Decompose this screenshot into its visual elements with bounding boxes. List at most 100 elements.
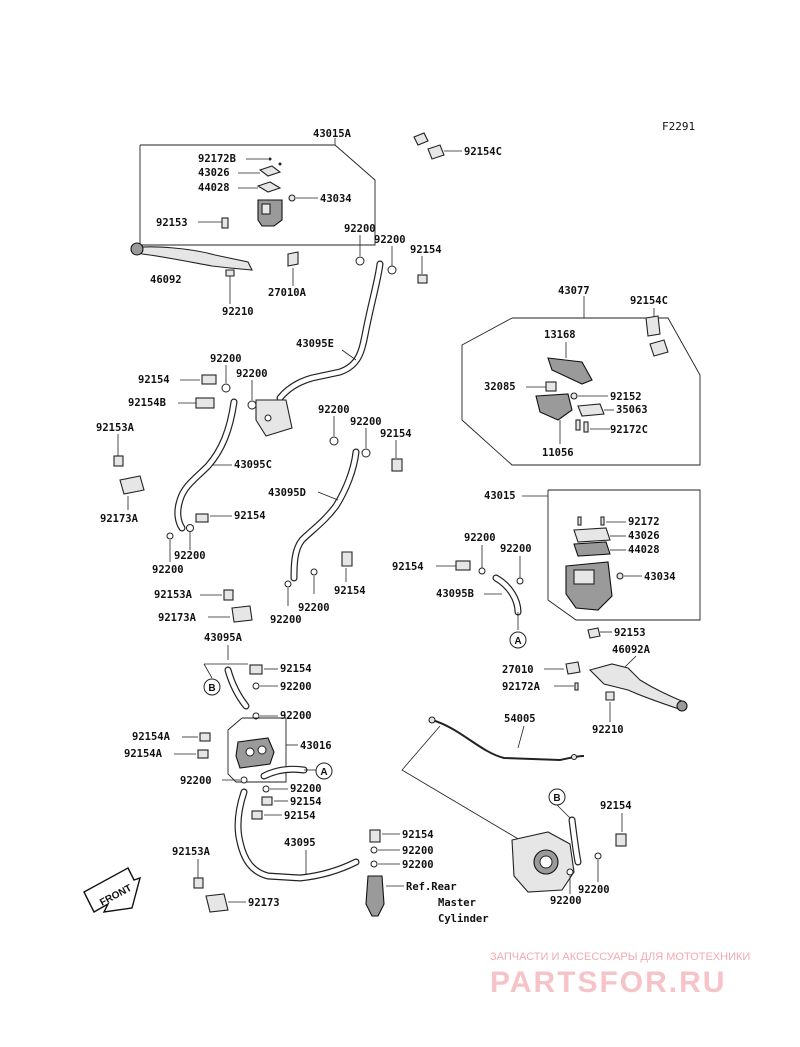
rear-master-cylinder-part [365,875,385,917]
screw-part [577,516,582,526]
part-label: 92152 [610,391,642,403]
screw-part [278,162,282,166]
cap-part [573,527,611,543]
callout-letter: B [553,793,560,804]
lever-tip [130,242,144,256]
washer-part [252,682,260,690]
cable-54005-group: 54005 [401,713,585,841]
ref-label: Ref.Rear [406,881,457,893]
hose-inner [493,575,521,615]
washer-part [252,712,260,720]
joint-hole [257,745,267,755]
bolt-part [341,551,353,567]
part-label: 92200 [290,783,322,795]
part-label: 92153 [614,627,646,639]
front-arrow-shape [83,867,142,913]
part-label: 92200 [270,614,302,626]
bolt-part [616,572,624,580]
clamp-part [205,893,229,913]
part-label: 92154B [128,397,166,409]
part-label: 92154 [380,428,412,440]
part-label: 92200 [402,845,434,857]
joint-block-part [255,399,293,437]
bolt-part [249,664,263,675]
part-label: 92200 [210,353,242,365]
part-label: 92154C [464,146,502,158]
figure-id: F2291 [662,120,695,133]
hose-43095B-group: 92200 92200 92154 43095B A [392,532,532,649]
ref-label: Master [438,897,476,909]
brake-joint-group: 92200 92200 92154 92154B 92200 92200 921… [128,353,412,472]
bolt-part [288,194,296,202]
hose-top-fittings-group: 92200 92200 92154 [344,223,442,284]
part-label: 92172B [198,153,236,165]
bolt-part [391,458,403,472]
bolt-part [193,877,204,889]
watermark-tagline: ЗАПЧАСТИ И АКСЕССУАРЫ ДЛЯ МОТОТЕХНИКИ [490,951,750,963]
cap-part [258,165,282,177]
washer-part [186,524,194,532]
part-label: 92200 [500,543,532,555]
part-label: 43095B [436,588,474,600]
pivot-part [287,251,299,267]
part-label: 43095C [234,459,272,471]
screw-part [570,392,578,400]
washer-part [221,383,231,393]
part-label: 43015 [484,490,516,502]
leader-line [203,663,213,679]
bolt-part [455,560,471,571]
leader-line [517,725,525,749]
hose-inner [277,261,383,401]
callout-circle-a [509,631,527,649]
part-label: 46092 [150,274,182,286]
bolt-part [199,732,211,742]
hose-inner [225,667,249,709]
part-label: 27010A [268,287,307,299]
part-label: 11056 [542,447,574,459]
bolt-part [221,217,229,229]
part-label: 32085 [484,381,516,393]
bolt-part [369,829,381,843]
washer-part [387,265,397,275]
screw-part [574,682,579,691]
screw-part [583,421,589,433]
part-label: 46092A [612,644,651,656]
washer-part [240,776,248,784]
part-label: 92172C [610,424,648,436]
left-lower-fittings-group: 92154 92200 92200 [152,510,266,576]
front-arrow: FRONT [83,867,142,913]
diaphragm-part [256,181,282,193]
hose-inner [235,789,359,881]
part-label: 92200 [280,710,312,722]
part-label: 92200 [298,602,330,614]
hose-inner [569,817,581,865]
pivot-27010A-group: 27010A [268,251,307,299]
nut-part [605,691,615,701]
callout-letter: A [514,636,521,647]
part-label: 92200 [174,550,206,562]
joint-43016-group: 43016 92154A 92154A 92200 A 92200 92154 … [124,717,333,822]
hose-inner [175,399,237,531]
washer-part [262,785,270,793]
part-label: 92153A [172,846,211,858]
leader-line [317,491,339,501]
part-label: 13168 [544,329,576,341]
bolt-part [201,374,217,385]
watermark: ЗАПЧАСТИ И АКСЕССУАРЫ ДЛЯ МОТОТЕХНИКИ PA… [490,951,750,999]
part-label: 92200 [236,368,268,380]
part-label: 92173 [248,897,280,909]
part-label: 43034 [644,571,676,583]
part-label: 92154 [280,663,312,675]
joint-hole [245,747,255,757]
part-label: 92200 [344,223,376,235]
part-label: 43095E [296,338,334,350]
group-frame [139,144,376,246]
group-frame [547,489,701,621]
banjo-bolt-part [413,132,429,146]
part-label: 92154A [132,731,171,743]
part-label: 43034 [320,193,352,205]
lever-part [132,246,253,271]
screw-part [268,157,272,161]
bolt-part [197,749,209,759]
